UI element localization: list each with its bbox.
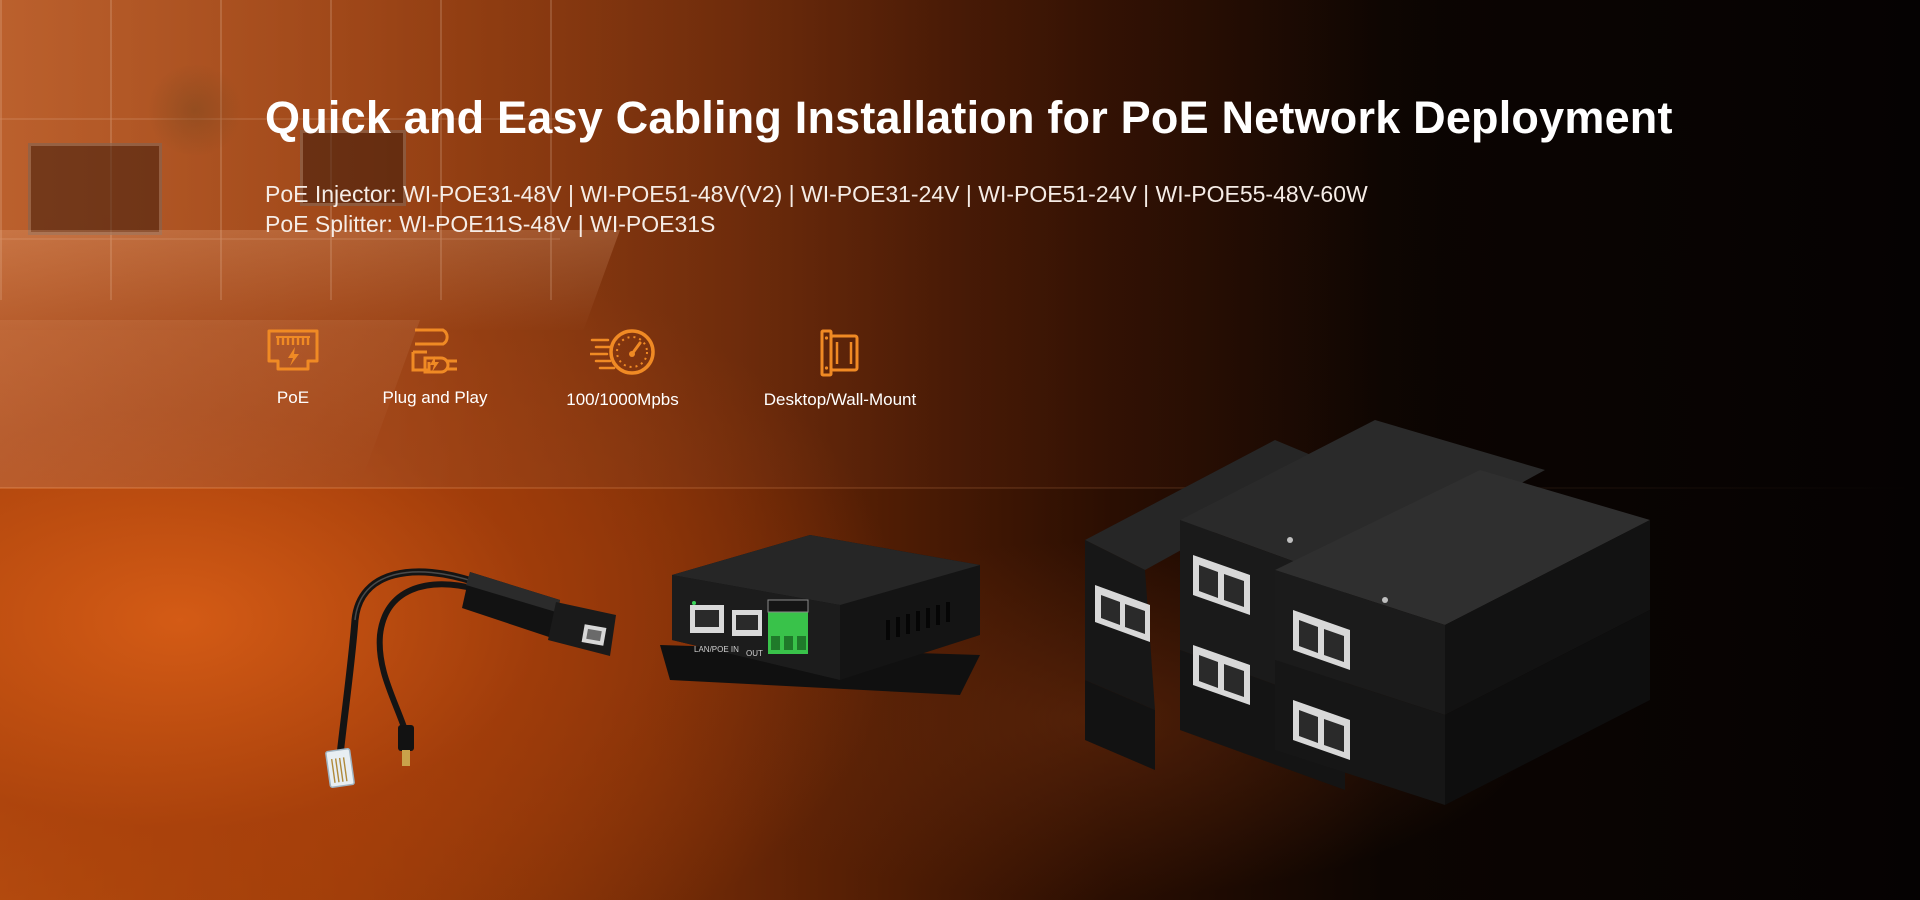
- feature-label: Plug and Play: [382, 388, 488, 407]
- poe-splitter-product: [325, 568, 616, 788]
- office-monitor: [300, 130, 406, 206]
- feature-label: Desktop/Wall-Mount: [763, 390, 917, 409]
- office-monitor: [28, 143, 162, 235]
- feature-plug-and-play: Plug and Play: [375, 328, 495, 408]
- port-label-lan-poe-in: LAN/POE IN: [694, 645, 739, 654]
- ethernet-port: [1193, 645, 1250, 705]
- office-backdrop: [0, 0, 1920, 488]
- rj45-plug: [325, 748, 355, 788]
- feature-speed: 100/1000Mpbs: [550, 328, 695, 410]
- ethernet-port: [1293, 700, 1350, 760]
- feature-mount: Desktop/Wall-Mount: [755, 328, 925, 410]
- feature-poe: PoE: [255, 328, 331, 408]
- port-label-out: OUT: [746, 649, 763, 658]
- office-plant: [145, 65, 245, 155]
- poe-splitter-box-product: LAN/POE IN OUT: [660, 535, 980, 695]
- splitter-models: PoE Splitter: WI-POE11S-48V | WI-POE31S: [265, 211, 716, 237]
- wall-mount-icon: [755, 328, 925, 378]
- feature-label: PoE: [276, 388, 310, 407]
- splitter-cables: [336, 568, 483, 759]
- office-desk: [0, 230, 621, 330]
- injector-unit: [1275, 470, 1650, 715]
- feature-label: 100/1000Mpbs: [566, 390, 679, 409]
- injector-models: PoE Injector: WI-POE31-48V | WI-POE51-48…: [265, 181, 1368, 207]
- dc-barrel-plug: [398, 725, 414, 766]
- page-title: Quick and Easy Cabling Installation for …: [265, 92, 1673, 143]
- poe-injector-stack-product: [1085, 420, 1650, 805]
- power-plug-icon: [375, 328, 495, 376]
- ethernet-port: [690, 601, 724, 633]
- office-desk: [0, 320, 420, 480]
- ethernet-port: [732, 610, 762, 636]
- vent-slots: [886, 602, 950, 640]
- floor-horizon: [0, 487, 1920, 489]
- ethernet-port: [1193, 555, 1250, 615]
- speedometer-icon: [550, 328, 695, 378]
- ethernet-port: [1293, 610, 1350, 670]
- splitter-body: [462, 572, 616, 656]
- ethernet-port-icon: [255, 328, 331, 376]
- terminal-block: [767, 599, 809, 654]
- ethernet-port: [1095, 585, 1150, 642]
